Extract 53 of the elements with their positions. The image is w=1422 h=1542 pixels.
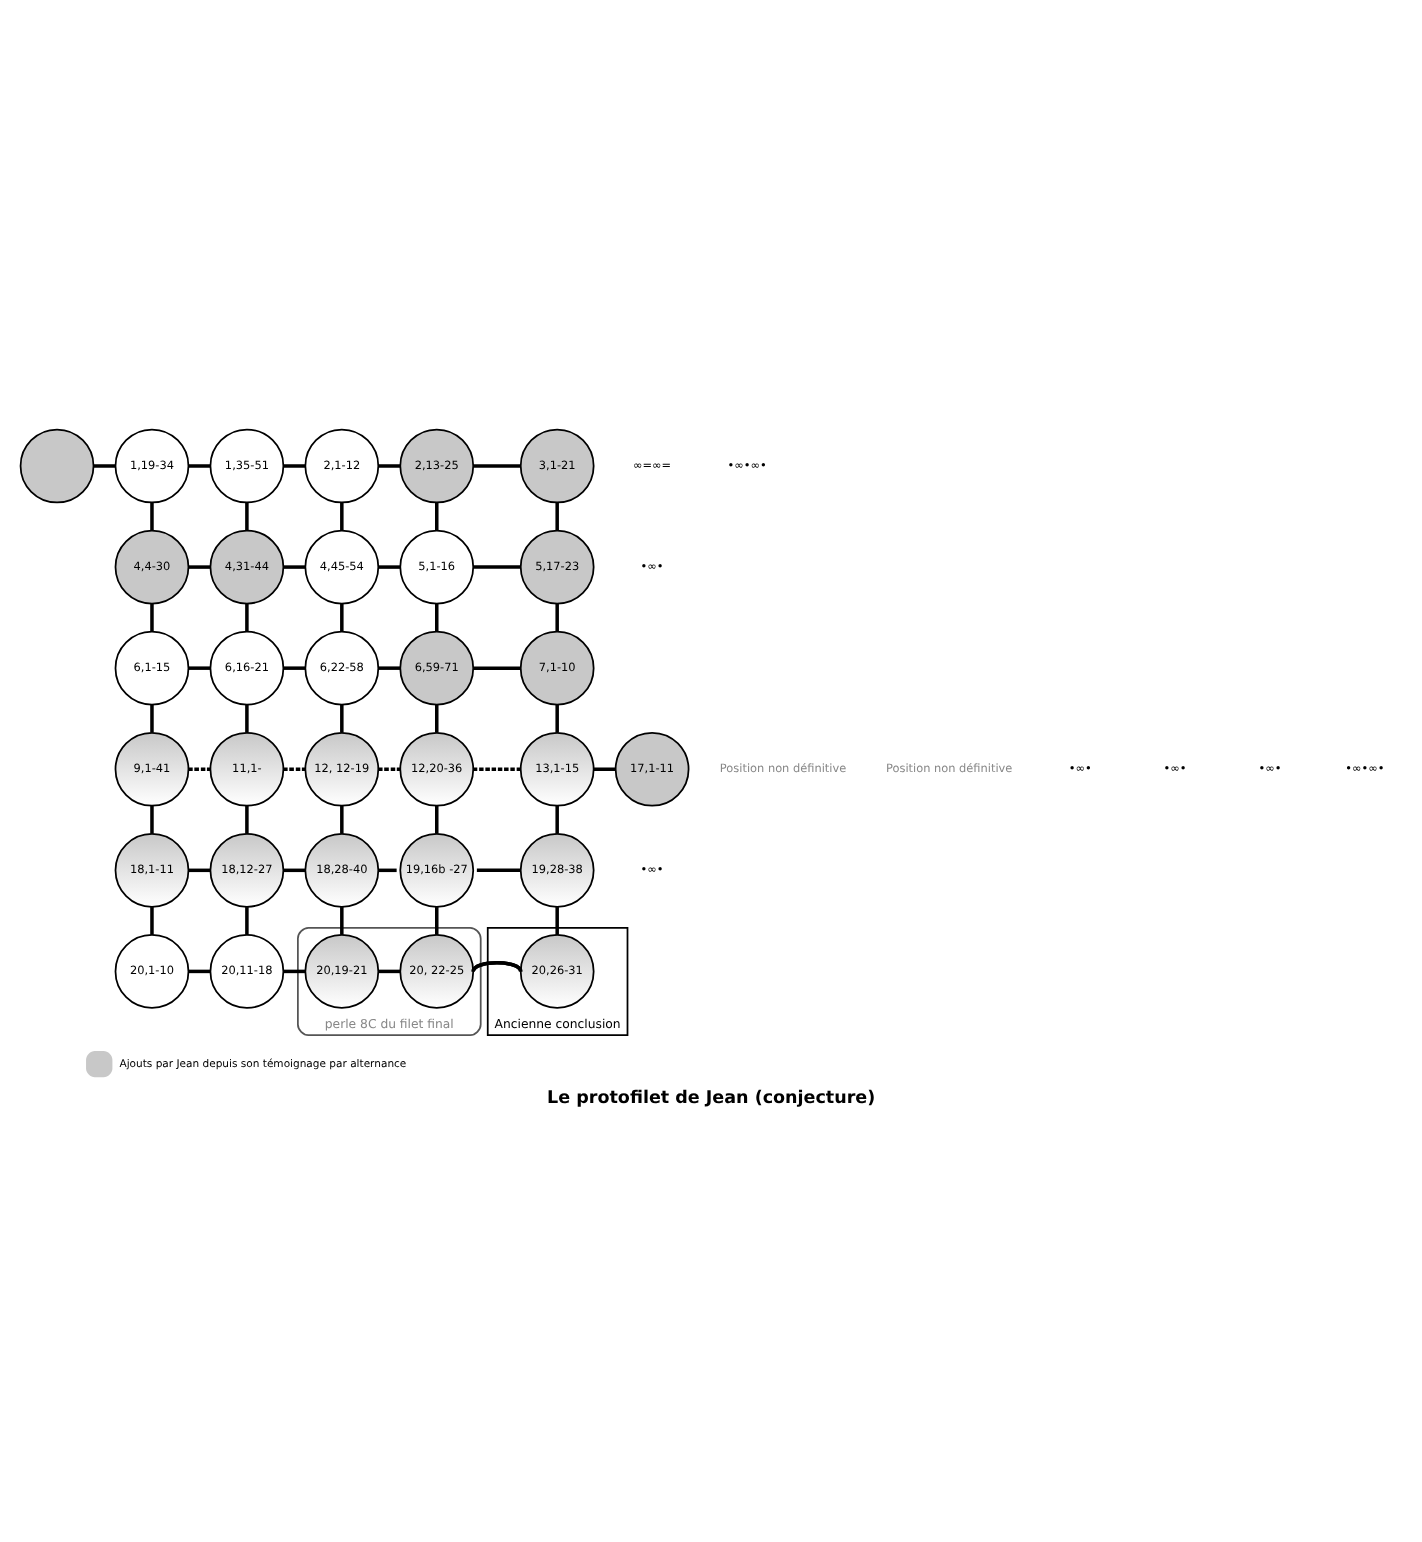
connector xyxy=(555,502,559,531)
diagram-title: Le protofilet de Jean (conjecture) xyxy=(547,1088,876,1109)
connector xyxy=(188,565,211,569)
connector xyxy=(283,868,306,873)
connector xyxy=(188,767,211,771)
connector xyxy=(435,603,439,632)
connector xyxy=(555,907,559,935)
connector xyxy=(435,907,439,935)
connector xyxy=(473,464,521,468)
connector xyxy=(188,969,211,974)
connector xyxy=(150,704,154,733)
connector xyxy=(150,907,154,935)
connector xyxy=(245,806,249,834)
connector xyxy=(435,502,439,531)
connector xyxy=(283,666,306,670)
connector xyxy=(378,868,397,873)
connector xyxy=(340,907,344,935)
node-circle xyxy=(19,428,95,504)
connector xyxy=(555,806,559,834)
connector xyxy=(471,961,523,973)
connector xyxy=(340,704,344,733)
connector xyxy=(473,666,521,670)
connector xyxy=(150,603,154,632)
connector xyxy=(188,666,211,670)
connector xyxy=(476,868,521,873)
connector xyxy=(150,502,154,531)
connector xyxy=(435,806,439,834)
connector xyxy=(93,464,116,468)
connector xyxy=(378,464,401,468)
connector xyxy=(245,907,249,935)
connector xyxy=(378,767,401,771)
connector xyxy=(435,704,439,733)
connector xyxy=(283,565,306,569)
connector xyxy=(245,603,249,632)
connector xyxy=(283,767,306,771)
connector xyxy=(340,806,344,834)
connector xyxy=(283,464,306,468)
connector xyxy=(555,603,559,632)
connector xyxy=(188,464,211,468)
connector xyxy=(473,565,521,569)
connector xyxy=(283,969,306,974)
connector xyxy=(340,603,344,632)
connector xyxy=(340,502,344,531)
connector xyxy=(378,969,401,974)
connector xyxy=(555,704,559,733)
connector xyxy=(245,502,249,531)
connector xyxy=(378,666,401,670)
connector xyxy=(593,767,616,771)
connector xyxy=(473,767,521,771)
connector xyxy=(378,565,401,569)
connector xyxy=(150,806,154,834)
connector xyxy=(245,704,249,733)
connector xyxy=(188,868,211,873)
